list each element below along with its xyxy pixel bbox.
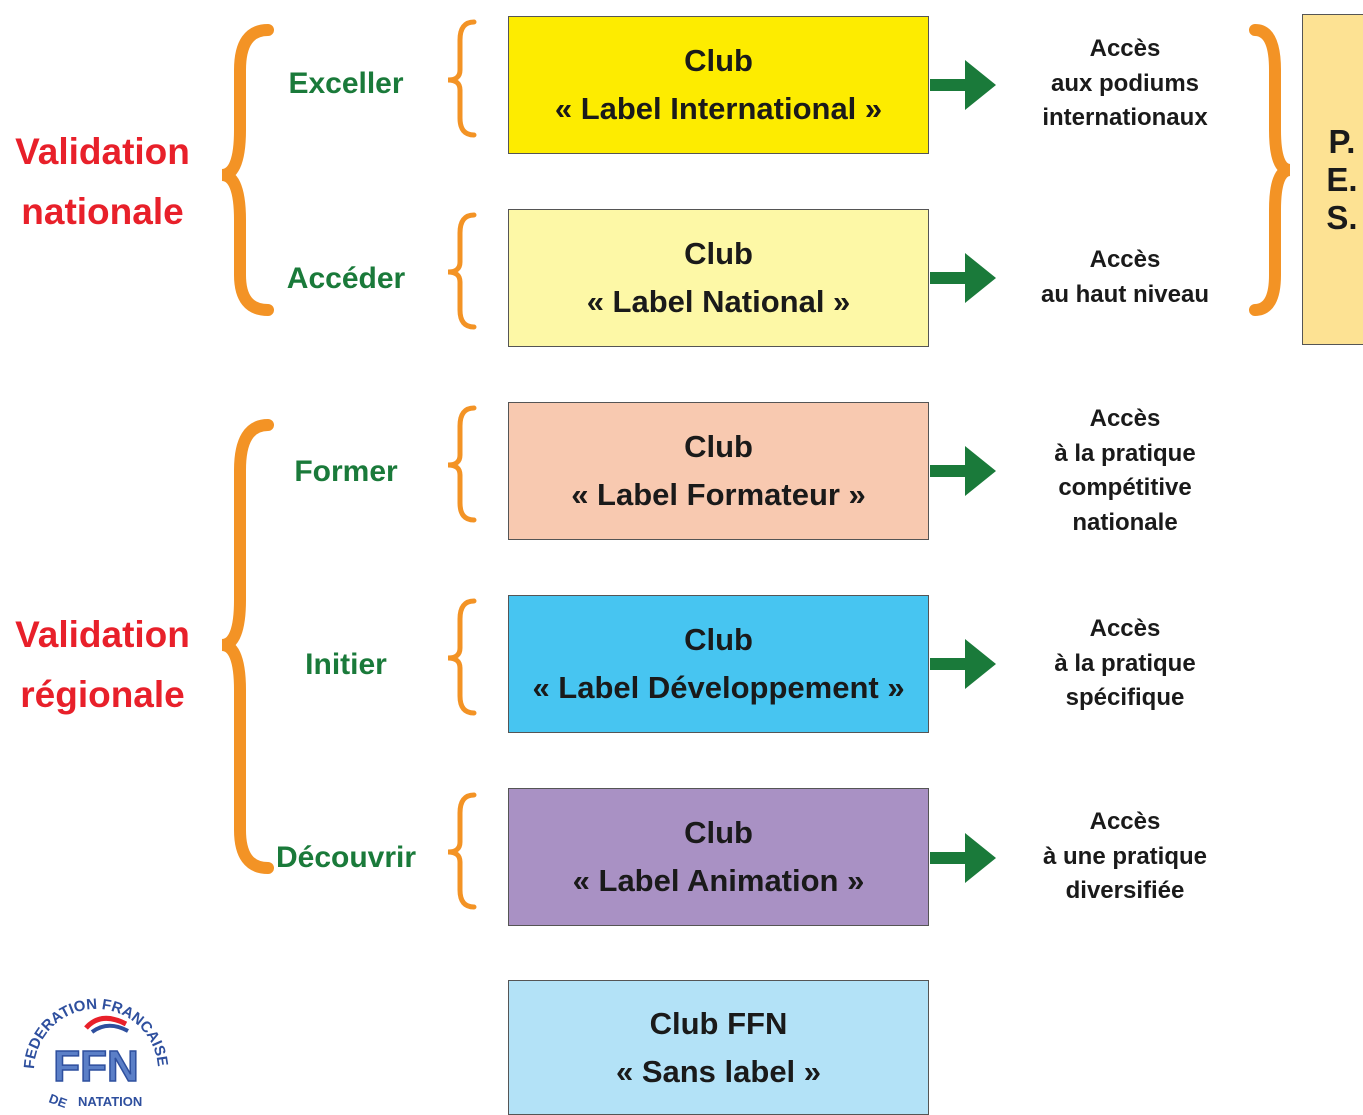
pes-letter: S. [1326, 198, 1358, 236]
arrow-3 [930, 446, 996, 496]
pes-box: P. E. S. [1302, 14, 1363, 345]
access-national: Accès au haut niveau [1010, 243, 1240, 312]
box-label-developpement: Club « Label Développement » [508, 595, 929, 733]
box-label: « Label Animation » [572, 863, 865, 898]
access-line: Accès [1089, 35, 1161, 62]
brace-pes [1249, 24, 1292, 316]
brace-small-5 [447, 792, 477, 910]
access-line: à la pratique [1054, 439, 1196, 467]
validation-regionale: Validation régionale [0, 605, 205, 725]
access-line: Accès [1089, 246, 1161, 273]
access-line: internationaux [1042, 104, 1208, 131]
access-international: Accès aux podiums internationaux [1010, 32, 1240, 136]
box-label: « Label National » [586, 284, 851, 319]
access-line: compétitive [1058, 474, 1192, 501]
access-formateur: Accès à la pratique compétitive national… [1010, 402, 1240, 540]
svg-text:NATATION: NATATION [78, 1094, 142, 1108]
box-club: Club [684, 622, 753, 657]
access-animation: Accès à une pratique diversifiée [1010, 805, 1240, 909]
ffn-logo-icon: FEDERATION FRANCAISE FFN DE NATATION [21, 996, 171, 1108]
box-label: « Label Formateur » [571, 477, 866, 512]
access-line: au haut niveau [1040, 280, 1210, 308]
brace-small-2 [447, 212, 477, 330]
verb-initier: Initier [305, 648, 387, 681]
validation-regionale-line2: régionale [20, 674, 185, 715]
access-line: nationale [1072, 508, 1178, 536]
box-label: « Label Développement » [532, 670, 905, 705]
verb-decouvrir: Découvrir [275, 841, 417, 874]
box-label-formateur: Club « Label Formateur » [508, 402, 929, 540]
box-label-national: Club « Label National » [508, 209, 929, 347]
validation-nationale-line1: Validation [15, 131, 190, 172]
access-line: spécifique [1065, 684, 1185, 711]
arrow-5 [930, 833, 996, 883]
arrow-1 [930, 60, 996, 110]
box-club: Club [684, 429, 753, 464]
brace-small-1 [447, 19, 477, 138]
access-line: Accès [1089, 808, 1161, 835]
access-line: Accès [1089, 405, 1161, 432]
svg-text:DE: DE [47, 1091, 69, 1108]
brace-small-4 [447, 598, 477, 716]
brace-nationale [221, 24, 274, 316]
pes-letter: E. [1326, 160, 1358, 198]
access-line: Accès [1089, 615, 1161, 642]
box-club: Club [684, 815, 753, 850]
arrow-4 [930, 639, 996, 689]
box-club: Club [684, 43, 753, 78]
box-label-international: Club « Label International » [508, 16, 929, 154]
box-sans-label: Club FFN « Sans label » [508, 980, 929, 1115]
access-line: à une pratique [1042, 842, 1208, 870]
box-label: « Label International » [554, 91, 883, 126]
verb-former: Former [294, 455, 398, 488]
access-line: diversifiée [1065, 877, 1185, 904]
access-line: aux podiums [1050, 69, 1200, 97]
validation-nationale: Validation nationale [0, 122, 205, 242]
verb-exceller: Exceller [288, 67, 404, 100]
access-developpement: Accès à la pratique spécifique [1010, 612, 1240, 716]
pes-letter: P. [1328, 122, 1356, 160]
arrow-2 [930, 253, 996, 303]
box-club: Club FFN [649, 1005, 788, 1041]
box-club: Club [684, 236, 753, 271]
access-line: à la pratique [1054, 649, 1196, 677]
brace-small-3 [447, 405, 477, 523]
box-label-animation: Club « Label Animation » [508, 788, 929, 926]
svg-text:FFN: FFN [53, 1042, 139, 1091]
validation-regionale-line1: Validation [15, 614, 190, 655]
brace-regionale [221, 419, 274, 874]
verb-acceder: Accéder [286, 262, 406, 295]
validation-nationale-line2: nationale [21, 191, 184, 232]
box-label: « Sans label » [615, 1053, 822, 1089]
